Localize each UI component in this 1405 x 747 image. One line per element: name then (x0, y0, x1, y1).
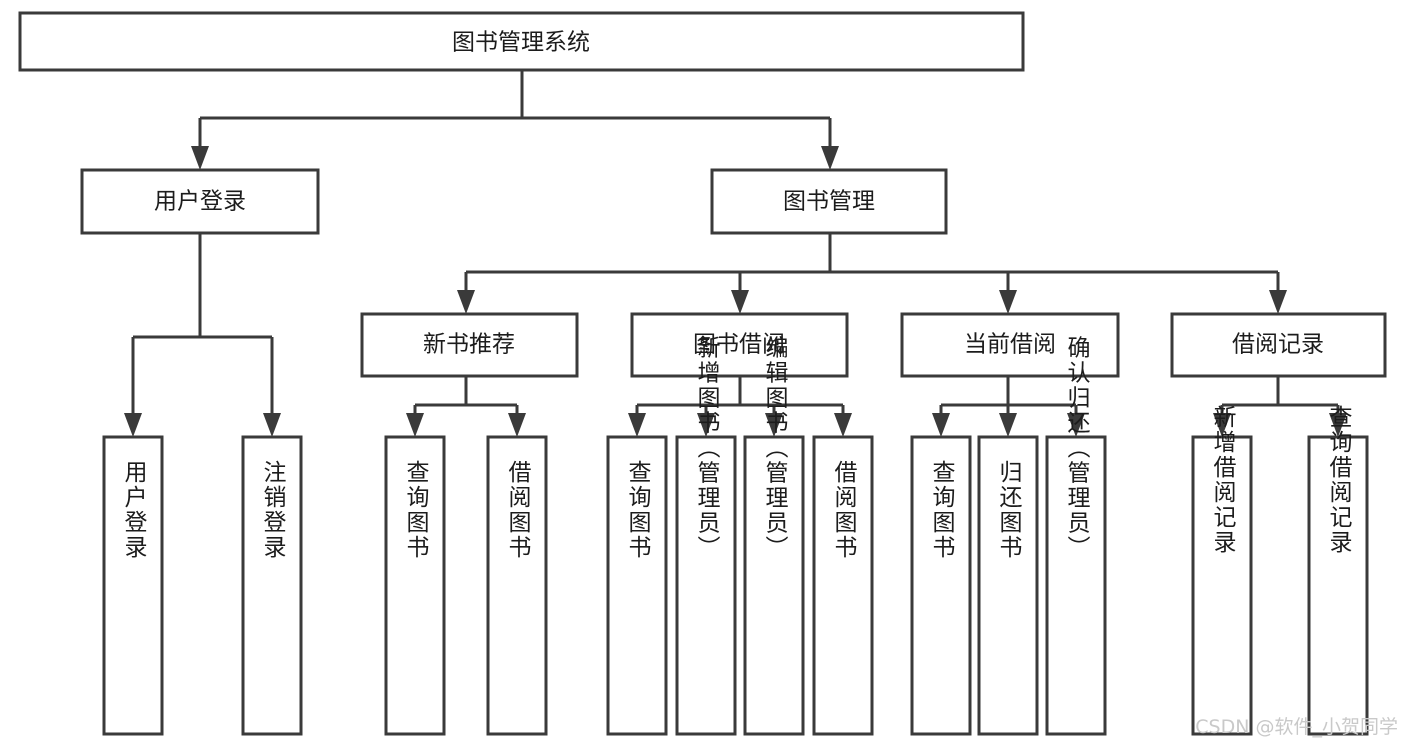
leaf-add-record[interactable]: 新增借阅记录 (1191, 405, 1253, 736)
leaf-add-book-label: 新增图书（管理员） (693, 336, 721, 561)
arrow-to-book-borrow (731, 290, 749, 314)
node-new-book-recommend-label: 新书推荐 (423, 332, 515, 358)
node-book-manage-box (710, 168, 948, 235)
arrow-leaf-query-book-1 (406, 413, 424, 437)
arrow-leaf-query-book-3 (932, 413, 950, 437)
arrow-leaf-borrow-book-1 (508, 413, 526, 437)
node-root-box (18, 11, 1025, 72)
arrow-leaf-user-login (124, 413, 142, 437)
node-book-borrow[interactable]: 图书借阅 (630, 312, 849, 378)
arrow-to-current-borrow (999, 290, 1017, 314)
leaf-query-book-3-label: 查询图书 (928, 460, 956, 560)
node-user-login[interactable]: 用户登录 (80, 168, 320, 235)
node-current-borrow-box (900, 312, 1120, 378)
arrow-leaf-borrow-book-2 (834, 413, 852, 437)
leaf-user-login[interactable]: 用户登录 (102, 435, 164, 736)
leaf-logout-login-label: 注销登录 (259, 460, 287, 560)
leaf-query-book-3[interactable]: 查询图书 (910, 435, 972, 736)
leaf-return-book-box (977, 435, 1039, 736)
leaf-borrow-book-1-box (486, 435, 548, 736)
node-root-label: 图书管理系统 (452, 30, 590, 56)
arrow-to-new-book-recommend (457, 290, 475, 314)
leaf-borrow-book-1[interactable]: 借阅图书 (486, 435, 548, 736)
node-book-borrow-label: 图书借阅 (693, 332, 785, 358)
node-new-book-recommend-box (360, 312, 579, 378)
leaf-query-book-2[interactable]: 查询图书 (606, 435, 668, 736)
arrow-leaf-return-book (999, 413, 1017, 437)
node-user-login-label: 用户登录 (154, 189, 246, 215)
arrow-to-book-manage (821, 146, 839, 170)
arrow-leaf-logout-login (263, 413, 281, 437)
leaf-confirm-return-label: 确认归还（管理员） (1063, 336, 1091, 561)
node-root[interactable]: 图书管理系统 (18, 11, 1025, 72)
leaf-query-book-1[interactable]: 查询图书 (384, 435, 446, 736)
leaf-query-book-1-label: 查询图书 (402, 460, 430, 560)
leaf-return-book[interactable]: 归还图书 (977, 435, 1039, 736)
leaf-query-record[interactable]: 查询借阅记录 (1307, 405, 1369, 736)
leaf-confirm-return-box (1045, 435, 1107, 736)
leaf-user-login-label: 用户登录 (120, 460, 148, 560)
leaf-add-book[interactable]: 新增图书（管理员） (675, 336, 737, 736)
arrow-to-borrow-record (1269, 290, 1287, 314)
node-book-manage-label: 图书管理 (783, 189, 875, 215)
leaf-edit-book-box (743, 435, 805, 736)
node-user-login-box (80, 168, 320, 235)
node-borrow-record-label: 借阅记录 (1232, 332, 1324, 358)
leaf-query-record-box (1307, 435, 1369, 736)
leaf-borrow-book-2[interactable]: 借阅图书 (812, 435, 874, 736)
leaf-borrow-book-1-label: 借阅图书 (504, 460, 532, 560)
leaf-query-book-2-label: 查询图书 (624, 460, 652, 560)
leaf-add-record-box (1191, 435, 1253, 736)
leaf-query-book-1-box (384, 435, 446, 736)
leaf-confirm-return[interactable]: 确认归还（管理员） (1045, 336, 1107, 736)
node-book-borrow-box (630, 312, 849, 378)
node-new-book-recommend[interactable]: 新书推荐 (360, 312, 579, 378)
leaf-logout-login-box (241, 435, 303, 736)
leaf-user-login-box (102, 435, 164, 736)
leaf-add-record-label: 新增借阅记录 (1209, 405, 1237, 555)
node-current-borrow-label: 当前借阅 (964, 332, 1056, 358)
csdn-watermark: CSDN @软件_小贺同学 (1195, 716, 1398, 738)
node-current-borrow[interactable]: 当前借阅 (900, 312, 1120, 378)
leaf-add-book-box (675, 435, 737, 736)
arrow-leaf-query-book-2 (628, 413, 646, 437)
node-book-manage[interactable]: 图书管理 (710, 168, 948, 235)
arrow-to-user-login (191, 146, 209, 170)
leaf-borrow-book-2-box (812, 435, 874, 736)
leaf-borrow-book-2-label: 借阅图书 (830, 460, 858, 560)
leaf-query-book-3-box (910, 435, 972, 736)
node-borrow-record-box (1170, 312, 1387, 378)
leaf-edit-book[interactable]: 编辑图书（管理员） (743, 336, 805, 736)
leaf-return-book-label: 归还图书 (995, 460, 1023, 560)
leaf-edit-book-label: 编辑图书（管理员） (761, 336, 789, 561)
leaf-query-record-label: 查询借阅记录 (1325, 405, 1353, 555)
leaf-logout-login[interactable]: 注销登录 (241, 435, 303, 736)
leaf-query-book-2-box (606, 435, 668, 736)
node-borrow-record[interactable]: 借阅记录 (1170, 312, 1387, 378)
connector-layer (124, 70, 1347, 437)
